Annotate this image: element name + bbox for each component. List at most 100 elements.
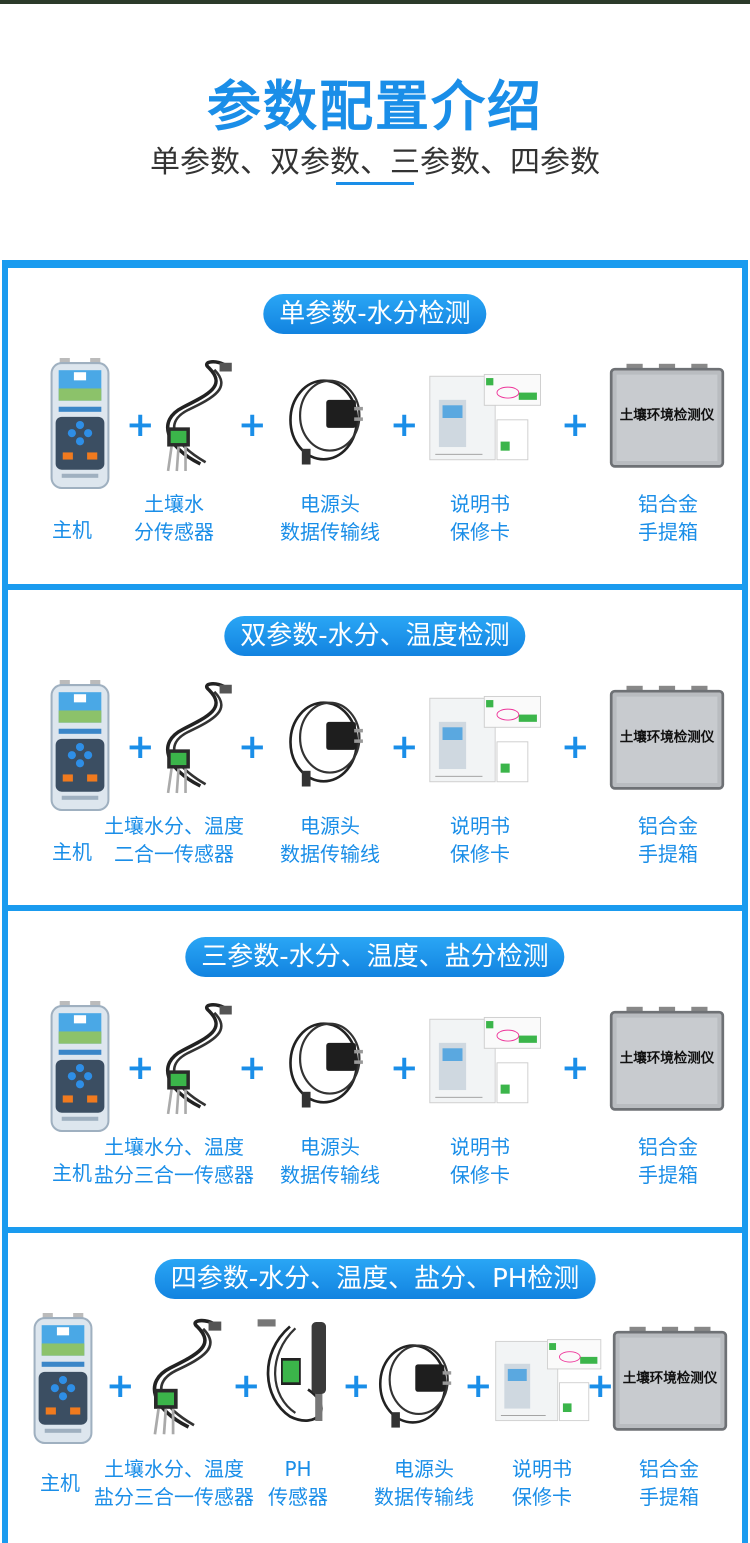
item-label: 铝合金手提箱 [578,490,750,546]
item-label-line1: 说明书 [450,1135,510,1159]
svg-text:土壤环境检测仪: 土壤环境检测仪 [620,1050,715,1067]
svg-text:土壤环境检测仪: 土壤环境检测仪 [623,1370,718,1387]
plus-sign: + [561,405,590,445]
manual-card-icon [428,694,546,786]
item-label: 铝合金手提箱 [578,1133,750,1189]
item-label-line1: 说明书 [450,492,510,516]
item-label-line2: 手提箱 [638,1163,698,1187]
item-label: 主机 [0,838,162,866]
power-adapter-icon [280,372,376,468]
soil-sensor-icon [148,670,244,806]
item-label: 主机 [0,1469,150,1497]
item-label-line2: 盐分三合一传感器 [94,1163,254,1187]
plus-sign: + [238,405,267,445]
config-section: 三参数-水分、温度、盐分检测 主机 土壤水分、温度盐分三合一传感器 电源头数据传… [8,911,742,1227]
plus-sign: + [238,1048,267,1088]
item-label-line2: 二合一传感器 [114,842,234,866]
item-label-line1: 主机 [52,840,92,864]
plus-sign: + [390,727,419,767]
page-title: 参数配置介绍 [207,75,543,138]
item-label-line2: 保修卡 [450,842,510,866]
title-underline [336,182,414,185]
ph-sensor-icon [254,1311,344,1441]
item-label-line1: PH [284,1457,312,1481]
plus-sign: + [464,1366,493,1406]
plus-sign: + [561,727,590,767]
item-label: 土壤水分、温度盐分三合一传感器 [84,1133,264,1189]
item-label-line1: 说明书 [450,814,510,838]
manual-card-icon [428,372,546,464]
item-label-line1: 铝合金 [639,1457,699,1481]
soil-sensor-icon [148,348,244,484]
plus-sign: + [561,1048,590,1088]
item-label: 电源头数据传输线 [334,1455,514,1511]
top-strip [0,0,750,4]
item-label-line2: 数据传输线 [280,842,380,866]
item-label: 电源头数据传输线 [240,490,420,546]
item-label-line1: 电源头 [300,814,360,838]
item-label: 铝合金手提箱 [578,812,750,868]
item-label-line2: 数据传输线 [280,520,380,544]
plus-sign: + [232,1366,261,1406]
item-label-line2: 数据传输线 [280,1163,380,1187]
item-label-line1: 铝合金 [638,1135,698,1159]
plus-sign: + [238,727,267,767]
item-label-line1: 铝合金 [638,492,698,516]
config-section: 单参数-水分检测 主机 土壤水分传感器 电源头数据传输线 [8,268,742,584]
svg-text:土壤环境检测仪: 土壤环境检测仪 [620,407,715,424]
item-label-line1: 主机 [40,1471,80,1495]
power-adapter-icon [370,1337,464,1431]
power-adapter-icon [280,694,376,790]
meter-device-icon [46,680,114,812]
item-label-line1: 说明书 [512,1457,572,1481]
plus-sign: + [126,1048,155,1088]
soil-sensor-icon [134,1313,234,1441]
section-title-pill: 三参数-水分、温度、盐分检测 [185,937,565,977]
manual-card-icon [428,1015,546,1107]
item-label: 主机 [0,1159,162,1187]
item-label-line1: 电源头 [300,1135,360,1159]
item-label-line1: 铝合金 [638,814,698,838]
manual-card-icon [494,1331,606,1431]
item-label: 土壤水分、温度二合一传感器 [84,812,264,868]
item-label-line2: 盐分三合一传感器 [94,1485,254,1509]
item-label: 说明书保修卡 [390,1133,570,1189]
soil-sensor-icon [148,991,244,1127]
aluminum-case-icon: 土壤环境检测仪 [606,684,728,792]
section-title-pill: 双参数-水分、温度检测 [224,616,526,656]
config-section: 双参数-水分、温度检测 主机 土壤水分、温度二合一传感器 电源头数据传输线 [8,590,742,905]
item-label-line2: 保修卡 [450,520,510,544]
item-label: 电源头数据传输线 [240,812,420,868]
svg-text:土壤环境检测仪: 土壤环境检测仪 [620,729,715,746]
item-label-line1: 土壤水分、温度 [104,1135,244,1159]
item-label-line1: 电源头 [300,492,360,516]
meter-device-icon [46,358,114,490]
plus-sign: + [126,727,155,767]
item-label-line2: 保修卡 [450,1163,510,1187]
power-adapter-icon [280,1015,376,1111]
item-label-line2: 手提箱 [639,1485,699,1509]
plus-sign: + [106,1366,135,1406]
item-label: 说明书保修卡 [390,812,570,868]
item-label: 土壤水分传感器 [84,490,264,546]
item-label-line2: 分传感器 [134,520,214,544]
item-label-line1: 土壤水分、温度 [104,814,244,838]
plus-sign: + [390,405,419,445]
item-label-line2: 手提箱 [638,520,698,544]
item-label: 铝合金手提箱 [579,1455,750,1511]
item-label-line1: 主机 [52,1161,92,1185]
plus-sign: + [126,405,155,445]
plus-sign: + [342,1366,371,1406]
item-label: 说明书保修卡 [390,490,570,546]
section-title-pill: 四参数-水分、温度、盐分、PH检测 [154,1259,596,1299]
meter-device-icon [46,1001,114,1133]
item-label-line2: 保修卡 [512,1485,572,1509]
item-label-line1: 主机 [52,518,92,542]
item-label-line1: 土壤水分、温度 [104,1457,244,1481]
page-subtitle: 单参数、双参数、三参数、四参数 [150,145,600,180]
item-label: 电源头数据传输线 [240,1133,420,1189]
plus-sign: + [586,1366,615,1406]
plus-sign: + [390,1048,419,1088]
